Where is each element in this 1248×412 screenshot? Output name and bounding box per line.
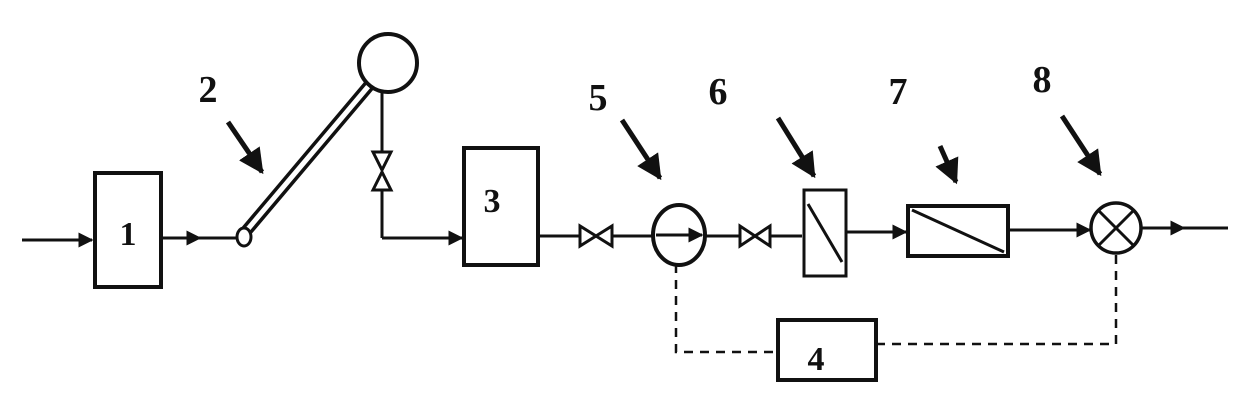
sphere-vessel	[357, 32, 419, 94]
signal-line-pump	[674, 264, 778, 354]
unit-4-label: 4	[808, 341, 825, 378]
membrane-diagonal	[911, 208, 1005, 254]
vertical-valve	[370, 150, 394, 192]
signal-line-meter	[876, 253, 1118, 346]
filter-diagonal	[806, 203, 844, 263]
main-flow-line	[22, 198, 1228, 248]
unit-8-pointer	[1059, 114, 1103, 177]
unit-1-label: 1	[120, 216, 137, 253]
unit-5-label: 5	[589, 77, 608, 119]
unit-4-box	[776, 318, 878, 382]
unit-7-label: 7	[889, 71, 908, 113]
valve-3-5	[578, 223, 614, 249]
unit-3-label: 3	[484, 183, 501, 220]
unit-2-tube	[235, 32, 419, 248]
unit-6-label: 6	[709, 71, 728, 113]
tube-inlet-nozzle	[235, 226, 253, 248]
unit-3-box	[462, 146, 540, 267]
unit-1-box	[93, 171, 163, 289]
unit-6-pointer	[775, 116, 817, 179]
unit-2-pointer	[225, 120, 265, 175]
unit-8-label: 8	[1033, 59, 1052, 101]
unit-5-pointer	[619, 118, 663, 181]
unit-2-label: 2	[199, 69, 218, 111]
valve-5-6	[738, 223, 772, 249]
unit-7-pointer	[935, 144, 959, 185]
